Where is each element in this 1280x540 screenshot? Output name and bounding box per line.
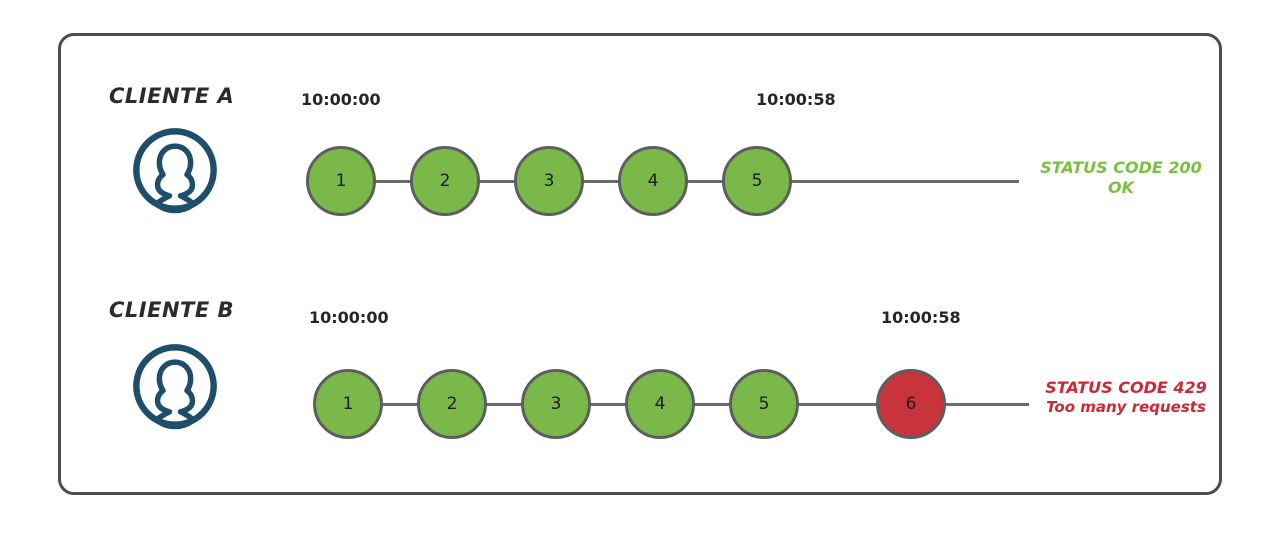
request-node-a-3[interactable]: 3 bbox=[514, 146, 584, 216]
status-message-line: Too many requests bbox=[1046, 398, 1206, 416]
request-node-b-1[interactable]: 1 bbox=[313, 369, 383, 439]
request-node-label: 1 bbox=[335, 171, 347, 191]
user-avatar-icon bbox=[129, 124, 221, 216]
client-row-a: CLIENTE A 10:00:00 10:00:58 1 2 3 4 bbox=[61, 36, 1219, 492]
status-code-line: STATUS CODE 200 bbox=[1040, 158, 1202, 177]
request-node-label: 6 bbox=[905, 394, 917, 414]
status-badge-a: STATUS CODE 200 OK bbox=[1021, 158, 1221, 198]
user-avatar-icon bbox=[129, 340, 221, 432]
request-node-label: 5 bbox=[758, 394, 770, 414]
request-node-label: 4 bbox=[654, 394, 666, 414]
request-node-b-2[interactable]: 2 bbox=[417, 369, 487, 439]
client-label-b: CLIENTE B bbox=[109, 298, 235, 322]
request-node-label: 3 bbox=[550, 394, 562, 414]
status-badge-b: STATUS CODE 429 Too many requests bbox=[1021, 378, 1231, 417]
request-node-a-1[interactable]: 1 bbox=[306, 146, 376, 216]
status-code-line: STATUS CODE 429 bbox=[1045, 378, 1207, 397]
request-node-a-4[interactable]: 4 bbox=[618, 146, 688, 216]
timestamp-start-a: 10:00:00 bbox=[301, 90, 381, 109]
request-node-a-5[interactable]: 5 bbox=[722, 146, 792, 216]
client-label-a: CLIENTE A bbox=[109, 84, 235, 108]
request-node-label: 4 bbox=[647, 171, 659, 191]
request-node-a-2[interactable]: 2 bbox=[410, 146, 480, 216]
timestamp-end-b: 10:00:58 bbox=[881, 308, 961, 327]
request-node-label: 2 bbox=[439, 171, 451, 191]
diagram-frame: CLIENTE A 10:00:00 10:00:58 1 2 3 4 bbox=[58, 33, 1222, 495]
request-node-label: 3 bbox=[543, 171, 555, 191]
request-node-label: 5 bbox=[751, 171, 763, 191]
timestamp-end-a: 10:00:58 bbox=[756, 90, 836, 109]
connector-tail-b bbox=[941, 403, 1029, 406]
request-node-label: 2 bbox=[446, 394, 458, 414]
request-node-b-5[interactable]: 5 bbox=[729, 369, 799, 439]
request-node-b-3[interactable]: 3 bbox=[521, 369, 591, 439]
request-node-b-6[interactable]: 6 bbox=[876, 369, 946, 439]
client-row-b: CLIENTE B 10:00:00 10:00:58 1 2 3 4 bbox=[61, 36, 1219, 492]
timestamp-start-b: 10:00:00 bbox=[309, 308, 389, 327]
request-node-label: 1 bbox=[342, 394, 354, 414]
request-node-b-4[interactable]: 4 bbox=[625, 369, 695, 439]
status-message-line: OK bbox=[1108, 178, 1134, 197]
connector-tail-a bbox=[801, 180, 1019, 183]
